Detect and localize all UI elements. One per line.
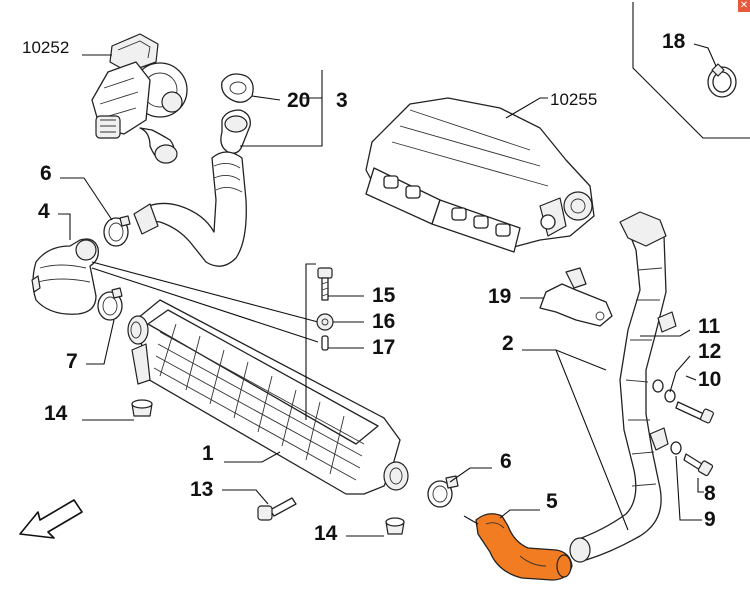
label-9: 9 xyxy=(704,508,716,531)
label-15: 15 xyxy=(372,284,396,307)
intercooler-1[interactable] xyxy=(127,299,409,495)
label-17: 17 xyxy=(372,336,395,359)
hose-5-highlighted[interactable] xyxy=(475,513,573,581)
leader-11 xyxy=(640,329,691,337)
label-7: 7 xyxy=(66,350,78,373)
label-6-bottom: 6 xyxy=(500,450,512,473)
pin-17[interactable] xyxy=(321,335,329,351)
leader-8 xyxy=(697,478,704,493)
leader-13 xyxy=(222,489,269,505)
plug-14-left[interactable] xyxy=(131,399,153,417)
label-2: 2 xyxy=(502,332,514,355)
clamp-6-bottom[interactable] xyxy=(427,475,459,508)
washer-9[interactable] xyxy=(670,441,682,455)
leader-fastener-bracket xyxy=(305,263,316,420)
bolt-8[interactable] xyxy=(683,453,714,477)
label-14-left: 14 xyxy=(44,402,68,425)
label-10252: 10252 xyxy=(22,38,69,57)
clamp-6-top[interactable] xyxy=(103,215,131,247)
leader-7 xyxy=(86,319,115,365)
label-6-top: 6 xyxy=(40,162,52,185)
leader-20 xyxy=(251,95,281,101)
hose-4[interactable] xyxy=(31,238,99,315)
leader-6-top xyxy=(60,177,113,221)
label-12: 12 xyxy=(698,340,721,363)
label-3: 3 xyxy=(336,89,348,112)
leader-18 xyxy=(693,43,717,67)
bolt-15[interactable] xyxy=(317,267,333,301)
label-1: 1 xyxy=(202,442,214,465)
label-20: 20 xyxy=(287,89,310,112)
label-16: 16 xyxy=(372,310,395,333)
leader-9 xyxy=(675,455,702,521)
hose-3[interactable] xyxy=(133,109,251,267)
pointer-lines-fasteners xyxy=(91,261,319,343)
bracket-19[interactable] xyxy=(539,267,613,327)
leader-3 xyxy=(240,97,323,147)
sensor-11[interactable] xyxy=(657,311,677,333)
label-5: 5 xyxy=(546,490,558,513)
intake-manifold-10255[interactable] xyxy=(365,97,595,253)
bolt-10[interactable] xyxy=(675,401,714,424)
clamp-18[interactable] xyxy=(707,63,737,98)
label-10: 10 xyxy=(698,368,721,391)
leader-10255 xyxy=(505,97,548,119)
turbocharger-10252[interactable] xyxy=(91,33,188,164)
leader-6-bottom xyxy=(449,467,492,483)
leader-10 xyxy=(685,375,697,381)
clamp-7[interactable] xyxy=(97,287,123,321)
leader-5-link xyxy=(463,515,479,525)
label-18: 18 xyxy=(662,30,686,53)
arrow-down-left-icon xyxy=(19,499,83,539)
label-13: 13 xyxy=(190,478,213,501)
leader-12 xyxy=(669,355,691,393)
label-10255: 10255 xyxy=(550,90,597,109)
label-4: 4 xyxy=(38,200,50,223)
leader-4 xyxy=(58,213,71,240)
washer-12[interactable] xyxy=(652,379,676,403)
bush-16[interactable] xyxy=(316,313,334,331)
label-11: 11 xyxy=(698,315,721,338)
hose-2[interactable] xyxy=(569,211,669,563)
leader-5 xyxy=(499,509,540,519)
leader-1 xyxy=(224,451,281,463)
close-icon[interactable]: ✕ xyxy=(738,0,750,12)
leader-2 xyxy=(522,349,607,371)
inset-border xyxy=(632,2,750,139)
label-8: 8 xyxy=(704,482,716,505)
plug-14-bottom[interactable] xyxy=(385,517,405,535)
leader-2b xyxy=(555,349,629,531)
bolt-13[interactable] xyxy=(257,497,297,521)
label-19: 19 xyxy=(488,285,511,308)
label-14-bottom: 14 xyxy=(314,522,338,545)
gasket-20[interactable] xyxy=(221,73,254,103)
